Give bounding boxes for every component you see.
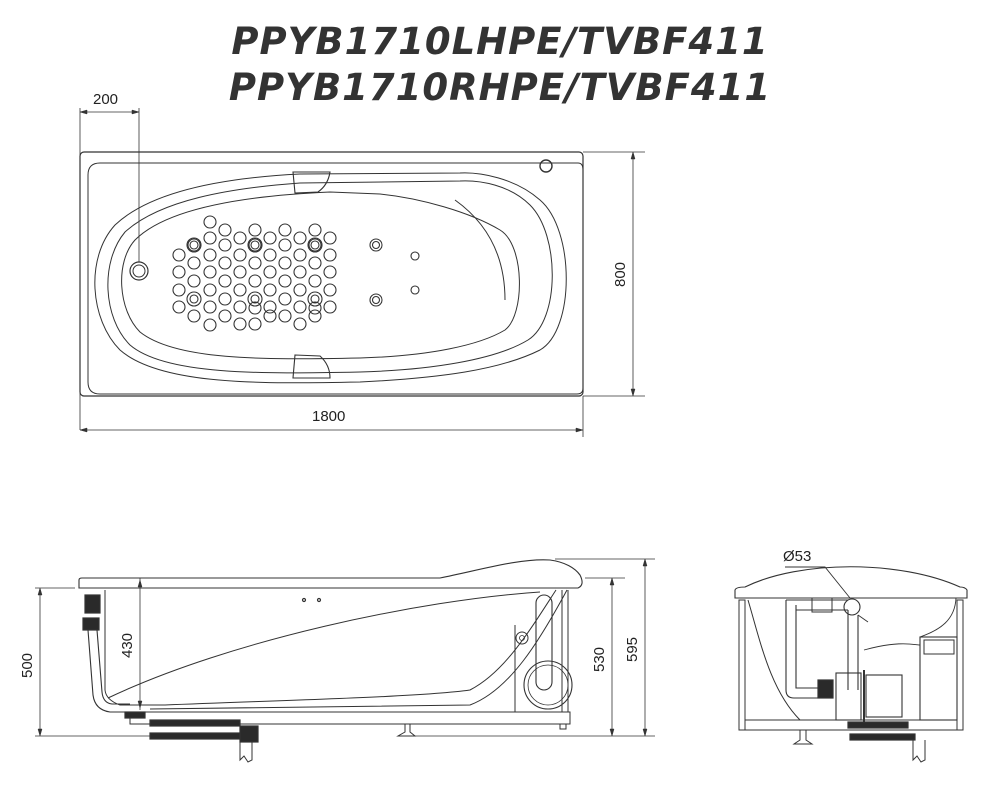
tub-rim-end	[734, 566, 968, 599]
headrest-bottom	[292, 354, 331, 379]
side-view: 500 430 530 595	[19, 558, 655, 763]
overflow-icon	[539, 159, 553, 173]
massage-hole-array	[172, 215, 337, 332]
dim-rim-height-right: 530	[591, 647, 608, 672]
headrest-top	[292, 171, 331, 194]
dim-width: 800	[612, 262, 629, 287]
top-view: 200 800 1800	[79, 91, 645, 437]
end-view: Ø53	[734, 548, 968, 763]
model-title-left-hand: PPYB1710LHPE/TVBF411	[231, 20, 769, 63]
model-title-right-hand: PPYB1710RHPE/TVBF411	[228, 66, 772, 109]
dim-inner-depth: 430	[119, 633, 136, 658]
dim-pipe-diameter: Ø53	[783, 548, 811, 565]
dim-overall-height-left: 500	[19, 653, 36, 678]
dim-length: 1800	[312, 408, 345, 425]
dim-overall-height-right: 595	[624, 637, 641, 662]
dim-drain-offset: 200	[93, 91, 118, 108]
large-jet-array	[186, 237, 323, 307]
tub-outline-top	[79, 151, 584, 397]
tub-rim-side	[78, 559, 583, 589]
side-jets	[369, 238, 420, 307]
pipe-diameter-callout	[843, 598, 861, 616]
